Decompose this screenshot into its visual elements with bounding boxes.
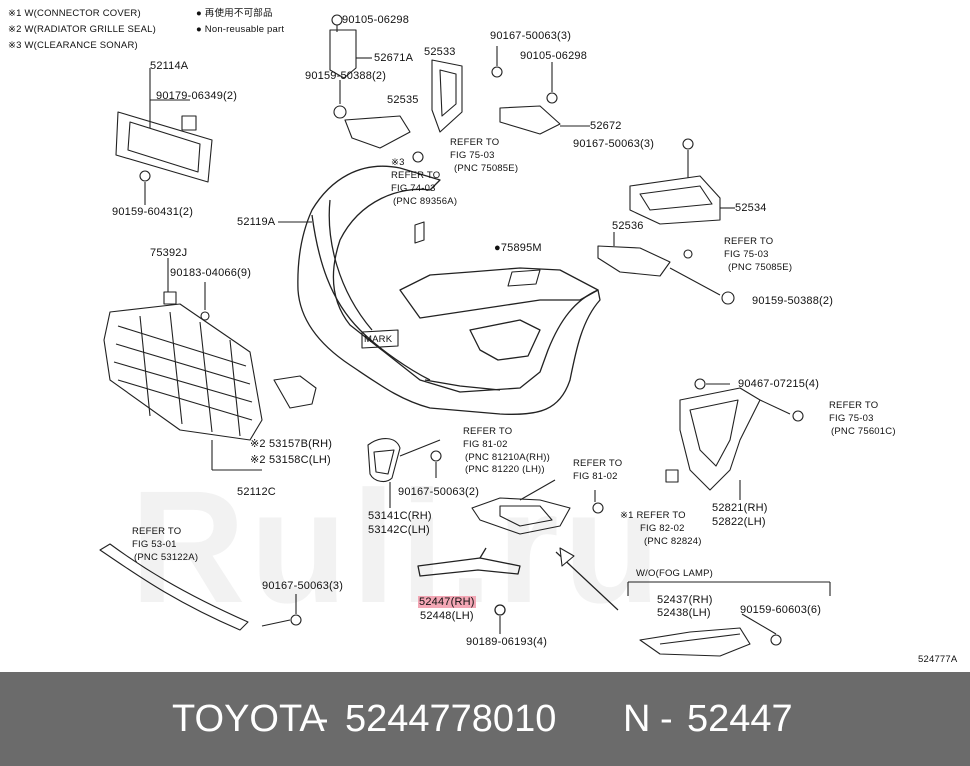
legend-non-reusable: ● Non-reusable part bbox=[196, 24, 285, 35]
ref-line: (PNC 53122A) bbox=[134, 552, 199, 563]
part-label[interactable]: 52671A bbox=[374, 52, 414, 64]
ref-line: FIG 82-02 bbox=[640, 523, 685, 534]
part-label[interactable]: 52672 bbox=[590, 120, 622, 132]
part-label[interactable]: 52448(LH) bbox=[420, 610, 474, 622]
upper-bracket-part bbox=[329, 14, 424, 163]
part-label[interactable]: 53141C(RH) bbox=[368, 510, 432, 522]
ref-line: ※3 bbox=[391, 157, 405, 168]
part-label[interactable]: 90183-04066(9) bbox=[170, 267, 252, 279]
bumper-cover-part bbox=[297, 165, 601, 415]
part-label[interactable]: 90467-07215(4) bbox=[738, 378, 820, 390]
ref-line: FIG 74-03 bbox=[391, 183, 436, 194]
part-label[interactable]: ※2 53157B(RH) bbox=[250, 438, 333, 450]
footer-brand: TOYOTA bbox=[172, 698, 325, 740]
ref-line: (PNC 82824) bbox=[644, 536, 702, 547]
part-label[interactable]: 52822(LH) bbox=[712, 516, 766, 528]
ref-line: (PNC 75085E) bbox=[454, 163, 519, 174]
parts-diagram: Ruli.ru ※1 W(CONNECTOR COVER) ※2 W(RADIA… bbox=[8, 8, 958, 665]
side-bracket-52536 bbox=[597, 245, 735, 305]
ref-line: REFER TO bbox=[573, 458, 623, 469]
part-label[interactable]: 52821(RH) bbox=[712, 502, 768, 514]
part-number-footer: TOYOTA - 5244778010 N - 52447 bbox=[0, 672, 970, 766]
part-label[interactable]: 90159-50388(2) bbox=[752, 295, 834, 307]
lower-spoiler-part bbox=[99, 543, 302, 631]
part-label[interactable]: 90159-50388(2) bbox=[305, 70, 387, 82]
license-bracket-part bbox=[115, 111, 213, 183]
ref-line: (PNC 75085E) bbox=[728, 262, 793, 273]
part-label[interactable]: 90167-50063(3) bbox=[573, 138, 655, 150]
part-label[interactable]: 52438(LH) bbox=[657, 607, 711, 619]
legend-japanese: ● 再使用不可部品 bbox=[196, 8, 273, 19]
footer-pnc: 52447 bbox=[687, 698, 793, 740]
footer-part-number: 5244778010 bbox=[345, 698, 557, 740]
side-retainer-part bbox=[665, 378, 804, 491]
part-label[interactable]: 75392J bbox=[150, 247, 188, 259]
part-label[interactable]: ●75895M bbox=[494, 242, 542, 254]
footer-n: N bbox=[623, 698, 651, 740]
bracket-52672 bbox=[499, 92, 561, 135]
part-label[interactable]: 52114A bbox=[150, 60, 189, 72]
ref-line: (PNC 81220 (LH)) bbox=[465, 464, 545, 475]
grille-seal-part bbox=[273, 375, 317, 409]
part-52447-highlight[interactable]: 52447(RH) bbox=[418, 596, 476, 608]
ref-line: REFER TO bbox=[132, 526, 182, 537]
ref-line: FIG 75-03 bbox=[450, 150, 495, 161]
ref-line: FIG 81-02 bbox=[463, 439, 508, 450]
fog-cover-part bbox=[367, 438, 401, 483]
ref-line: FIG 75-03 bbox=[829, 413, 874, 424]
part-label[interactable]: 52534 bbox=[735, 202, 767, 214]
part-label[interactable]: 90167-50063(3) bbox=[262, 580, 344, 592]
part-label[interactable]: 90159-60431(2) bbox=[112, 206, 194, 218]
diagram-drawing bbox=[99, 14, 831, 657]
figure-code: 524777A bbox=[918, 654, 958, 665]
part-label[interactable]: ※2 53158C(LH) bbox=[250, 454, 331, 466]
ref-line: FIG 81-02 bbox=[573, 471, 618, 482]
part-label[interactable]: 90105-06298 bbox=[520, 50, 588, 62]
note-clearance-sonar: ※3 W(CLEARANCE SONAR) bbox=[8, 40, 138, 51]
note-connector-cover: ※1 W(CONNECTOR COVER) bbox=[8, 8, 141, 19]
ref-line: (PNC 81210A(RH)) bbox=[465, 452, 551, 463]
footer-separator: - bbox=[316, 698, 329, 740]
ref-line: REFER TO bbox=[450, 137, 500, 148]
highlighted-part-label[interactable]: 52447(RH) bbox=[418, 596, 476, 608]
part-label[interactable]: 52119A bbox=[237, 216, 276, 228]
part-label[interactable]: 90105-06298 bbox=[342, 14, 410, 26]
part-label[interactable]: 90179-06349(2) bbox=[156, 90, 238, 102]
ref-line: FIG 53-01 bbox=[132, 539, 177, 550]
footer-text: TOYOTA - 5244778010 N - 52447 bbox=[0, 672, 970, 766]
part-label[interactable]: 90167-50063(3) bbox=[490, 30, 572, 42]
ref-line: REFER TO bbox=[391, 170, 441, 181]
ref-line: ※1 REFER TO bbox=[620, 510, 686, 521]
ref-line: REFER TO bbox=[463, 426, 513, 437]
radiator-grille-part bbox=[103, 303, 263, 441]
fog-lamp-variant-label: W/O(FOG LAMP) bbox=[636, 568, 714, 579]
bumper-trim-52447 bbox=[417, 547, 521, 616]
part-label[interactable]: 53142C(LH) bbox=[368, 524, 430, 536]
part-label[interactable]: 90189-06193(4) bbox=[466, 636, 548, 648]
part-label[interactable]: 52437(RH) bbox=[657, 594, 713, 606]
ref-line: REFER TO bbox=[829, 400, 879, 411]
mark-label: MARK bbox=[364, 334, 393, 345]
ref-line: (PNC 89356A) bbox=[393, 196, 458, 207]
part-label[interactable]: 52535 bbox=[387, 94, 419, 106]
part-label[interactable]: 90167-50063(2) bbox=[398, 486, 480, 498]
part-label[interactable]: 90159-60603(6) bbox=[740, 604, 822, 616]
fog-lamp-bracket bbox=[471, 497, 604, 535]
part-label[interactable]: 52536 bbox=[612, 220, 644, 232]
part-label[interactable]: 52533 bbox=[424, 46, 456, 58]
side-bracket-52533 bbox=[431, 59, 463, 133]
ref-line: REFER TO bbox=[724, 236, 774, 247]
part-label[interactable]: 52112C bbox=[237, 486, 276, 498]
wo-fog-lamp-box bbox=[627, 581, 831, 657]
ref-line: FIG 75-03 bbox=[724, 249, 769, 260]
footer-separator-2: - bbox=[660, 698, 673, 740]
side-bracket-52534 bbox=[629, 138, 721, 225]
note-grille-seal: ※2 W(RADIATOR GRILLE SEAL) bbox=[8, 24, 156, 35]
ref-line: (PNC 75601C) bbox=[831, 426, 896, 437]
